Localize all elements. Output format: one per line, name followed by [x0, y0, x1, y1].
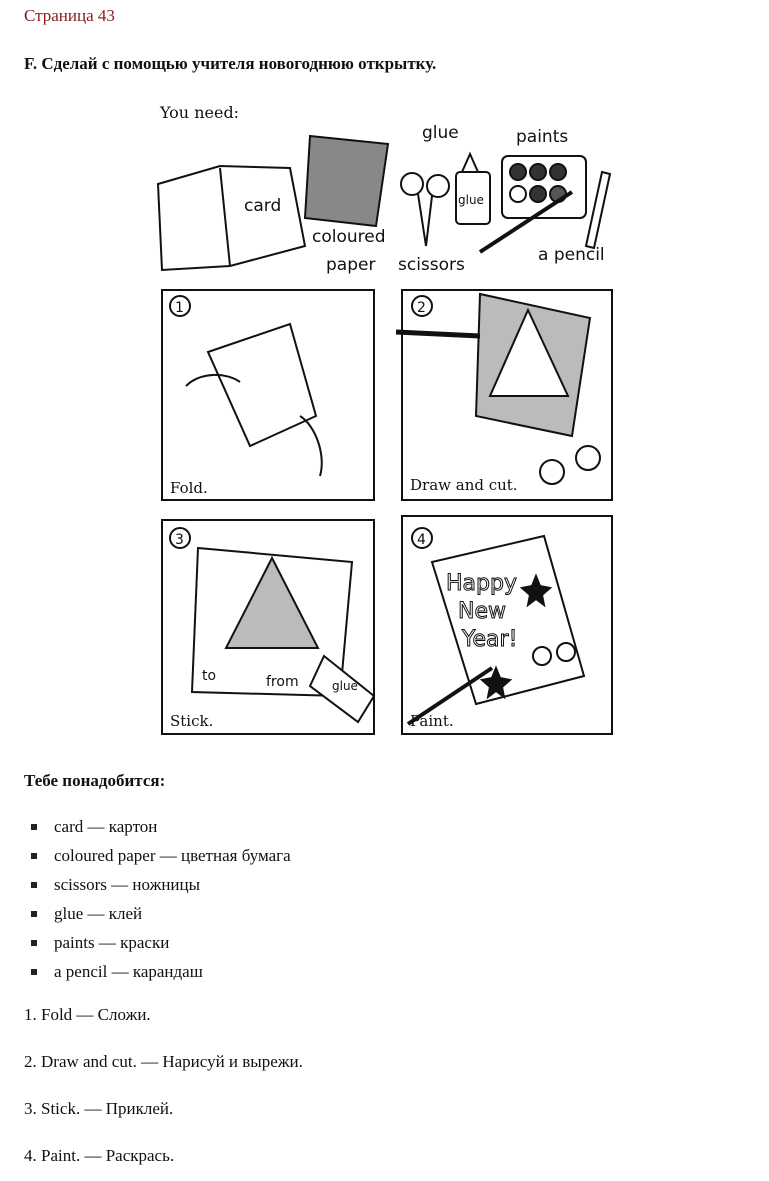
panel-4: 4 Happy New Year! Paint.: [401, 515, 613, 735]
list-item: a pencil — карандаш: [24, 961, 291, 990]
card-drawing: [156, 164, 307, 272]
item-pencil-label: a pencil: [538, 245, 605, 265]
panel-3-caption: Stick.: [170, 712, 213, 730]
panel-4-caption: Paint.: [410, 712, 454, 730]
item-paper-label: paper: [326, 255, 375, 275]
vocab-list: card — картон coloured paper — цветная б…: [24, 816, 291, 990]
instruction-illustration: You need: card coloured paper scissors g…: [140, 96, 632, 748]
panel-4-line2: New: [458, 599, 506, 624]
list-item: card — картон: [24, 816, 291, 845]
pencil-drawing: [584, 170, 612, 250]
panel-1: 1 Fold.: [161, 289, 375, 501]
vocab-title: Тебе понадобится:: [24, 771, 166, 790]
panel-1-caption: Fold.: [170, 479, 208, 497]
you-need-label: You need:: [159, 103, 239, 122]
item-card-label: card: [244, 196, 281, 216]
list-item: scissors — ножницы: [24, 874, 291, 903]
panel-4-line3: Year!: [461, 627, 517, 652]
page-link[interactable]: Страница 43: [24, 6, 115, 25]
panel-3: 3 to from glue Stick.: [161, 519, 376, 735]
panel-2-number: 2: [417, 300, 426, 316]
paint-box-drawing: [478, 155, 587, 254]
item-glue-label: glue: [422, 123, 459, 143]
panel-3-to: to: [202, 668, 216, 684]
list-item: coloured paper — цветная бумага: [24, 845, 291, 874]
item-scissors-label: scissors: [398, 255, 465, 275]
panel-2: 2 Draw and cut.: [395, 289, 613, 501]
step-2: 2. Draw and cut. — Нарисуй и вырежи.: [24, 1052, 303, 1071]
scissors-drawing: [400, 172, 450, 247]
panel-1-number: 1: [175, 300, 184, 316]
item-paints-label: paints: [516, 127, 568, 147]
panel-4-number: 4: [417, 532, 426, 548]
glue-tube-label: glue: [458, 193, 484, 207]
list-item: paints — краски: [24, 932, 291, 961]
panel-3-from: from: [266, 674, 299, 690]
step-3: 3. Stick. — Приклей.: [24, 1099, 174, 1118]
glue-tube-drawing: [455, 151, 491, 225]
coloured-paper-drawing: [303, 134, 390, 228]
panel-3-glue: glue: [332, 679, 358, 693]
step-1: 1. Fold — Сложи.: [24, 1005, 151, 1024]
task-title: F. Сделай с помощью учителя новогоднюю о…: [24, 54, 437, 73]
list-item: glue — клей: [24, 903, 291, 932]
item-coloured-label: coloured: [312, 227, 386, 247]
panel-4-line1: Happy: [446, 571, 517, 596]
panel-3-number: 3: [175, 532, 184, 548]
panel-2-caption: Draw and cut.: [410, 476, 518, 494]
step-4: 4. Paint. — Раскрась.: [24, 1146, 175, 1165]
